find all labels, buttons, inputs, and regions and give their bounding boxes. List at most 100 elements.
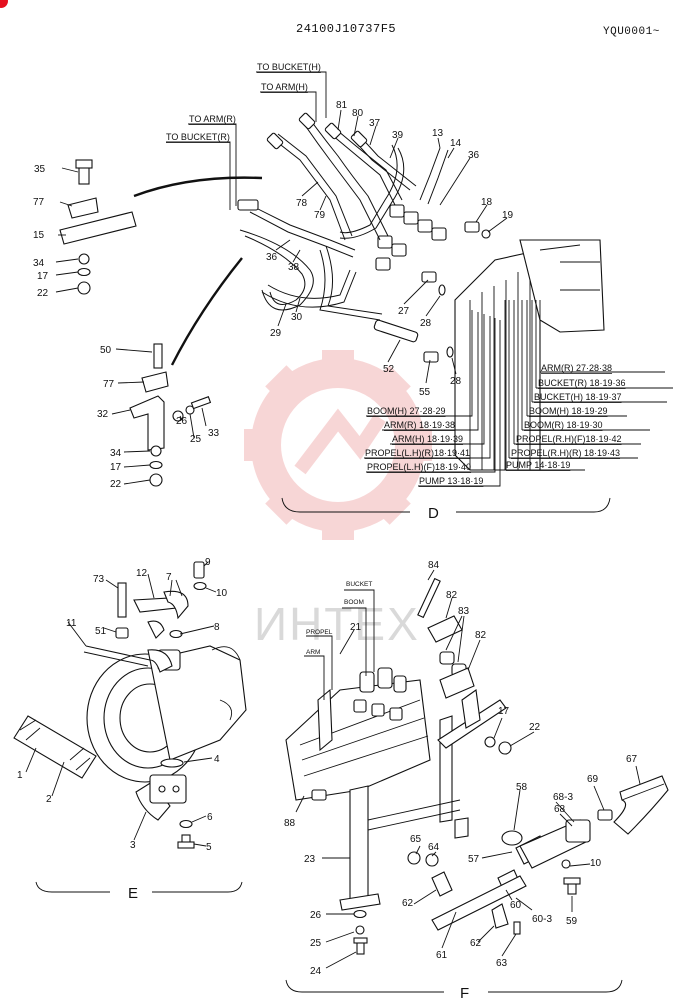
callouts-left-item: 17 xyxy=(37,271,49,282)
callouts-left-item: 50 xyxy=(100,345,112,356)
page-code: YQU0001~ xyxy=(603,26,660,38)
callouts-item: 21 xyxy=(350,622,362,633)
document-number: 24100J10737F5 xyxy=(296,22,397,36)
watermark-gear-logo xyxy=(244,350,432,540)
callouts-main-item: 80 xyxy=(352,108,364,119)
callouts-item: 51 xyxy=(95,626,107,637)
callouts-left-item: 25 xyxy=(190,434,202,445)
callouts-main-item: 28 xyxy=(420,318,432,329)
port-label-leaders-left xyxy=(364,310,501,487)
callouts-item: 11 xyxy=(66,618,77,629)
line-labels-item: TO ARM(H) xyxy=(261,82,308,92)
routing-line-upper xyxy=(133,176,263,198)
callouts-item: 73 xyxy=(93,574,105,585)
callouts-main-item: 29 xyxy=(270,328,282,339)
callouts-left-item: 17 xyxy=(110,462,122,473)
callouts-left-item: 77 xyxy=(33,197,45,208)
line-labels-item: TO BUCKET(R) xyxy=(166,132,230,142)
callouts-main-item: 27 xyxy=(398,306,410,317)
callout-labels-layer: TO BUCKET(H)TO ARM(H)TO ARM(R)TO BUCKET(… xyxy=(17,62,638,1000)
callouts-item: 68-3 xyxy=(553,792,573,803)
callouts-left-item: 32 xyxy=(97,409,109,420)
callouts-left-item: 15 xyxy=(33,230,45,241)
callouts-item: 24 xyxy=(310,966,322,977)
page-corner-mark xyxy=(0,0,8,8)
callouts-main-item: 14 xyxy=(450,138,462,149)
port-labels-item: BUCKET(H) 18·19·37 xyxy=(534,392,622,402)
callouts-item: 2 xyxy=(46,794,52,805)
callouts-item: 64 xyxy=(428,842,440,853)
port-labels-item: BUCKET(R) 18·19·36 xyxy=(538,378,626,388)
routing-line-lower xyxy=(170,257,243,366)
callouts-item: 62 xyxy=(470,938,482,949)
section-f-bracket xyxy=(285,979,623,993)
callouts-item: 63 xyxy=(496,958,508,969)
watermark-text: ИНТЕХ xyxy=(254,598,420,650)
callouts-item: 84 xyxy=(428,560,440,571)
control-valve-assembly-f xyxy=(285,577,669,955)
callouts-left-item: 35 xyxy=(34,164,46,175)
valve-label: PROPEL xyxy=(306,629,333,636)
callouts-item: 65 xyxy=(410,834,422,845)
section-f-letter: F xyxy=(460,985,469,1000)
callouts-item: 26 xyxy=(310,910,322,921)
callouts-item: 10 xyxy=(216,588,228,599)
callouts-main-item: 79 xyxy=(314,210,326,221)
port-label-leaders-right xyxy=(504,300,673,471)
callouts-main-item: 38 xyxy=(288,262,300,273)
hose-bundle-assembly xyxy=(237,112,605,471)
callouts-main-item: 78 xyxy=(296,198,308,209)
callouts-left-item: 22 xyxy=(110,479,122,490)
pump-assembly-e xyxy=(13,561,247,849)
callouts-item: 59 xyxy=(566,916,578,927)
callouts-item: 61 xyxy=(436,950,448,961)
port-labels-item: ARM(R) 27·28·38 xyxy=(541,363,612,373)
callouts-item: 62 xyxy=(402,898,414,909)
main-callout-leaders xyxy=(275,109,508,384)
callouts-item: 7 xyxy=(166,572,172,583)
callouts-main-item: 52 xyxy=(383,364,395,375)
callouts-item: 69 xyxy=(587,774,599,785)
callouts-item: 60 xyxy=(510,900,522,911)
callouts-item: 5 xyxy=(206,842,212,853)
fitting-row xyxy=(373,204,491,363)
line-labels-item: TO BUCKET(H) xyxy=(257,62,321,72)
left-callout-leaders xyxy=(55,167,207,485)
valve-label: ARM xyxy=(306,649,320,656)
port-labels-item: PUMP 13·18·19 xyxy=(419,476,483,486)
callouts-left-item: 22 xyxy=(37,288,49,299)
callouts-item: 3 xyxy=(130,840,136,851)
port-labels-item: PROPEL(L.H)(F)18·19·40 xyxy=(367,462,471,472)
callouts-item: 67 xyxy=(626,754,638,765)
callouts-main-item: 28 xyxy=(450,376,462,387)
callouts-item: 10 xyxy=(590,858,602,869)
callouts-item: 88 xyxy=(284,818,296,829)
valve-label: BUCKET xyxy=(346,581,372,588)
section-f-leaders xyxy=(295,569,641,969)
callouts-main-item: 13 xyxy=(432,128,444,139)
callouts-item: 17 xyxy=(498,706,510,717)
port-labels-item: PUMP 14·18·19 xyxy=(506,460,570,470)
section-e-leaders xyxy=(25,561,217,847)
callouts-item: 25 xyxy=(310,938,322,949)
callouts-main-item: 30 xyxy=(291,312,303,323)
callouts-main-item: 36 xyxy=(266,252,278,263)
callouts-main-item: 37 xyxy=(369,118,381,129)
bracket-assembly-lower xyxy=(129,343,212,487)
callouts-left-item: 34 xyxy=(33,258,45,269)
port-labels-item: BOOM(R) 18·19·30 xyxy=(524,420,603,430)
port-labels-item: PROPEL(R.H)(F)18·19·42 xyxy=(516,434,622,444)
callouts-item: 1 xyxy=(17,770,23,781)
callouts-main-item: 81 xyxy=(336,100,348,111)
callouts-main-item: 39 xyxy=(392,130,404,141)
bracket-assembly-upper xyxy=(59,159,137,295)
section-e-bracket xyxy=(35,881,243,893)
callouts-item: 6 xyxy=(207,812,213,823)
port-labels-item: PROPEL(R.H)(R) 18·19·43 xyxy=(511,448,620,458)
callouts-main-item: 55 xyxy=(419,387,431,398)
callouts-item: 82 xyxy=(446,590,458,601)
callouts-left-item: 33 xyxy=(208,428,220,439)
callouts-item: 9 xyxy=(205,557,211,568)
callouts-item: 23 xyxy=(304,854,316,865)
